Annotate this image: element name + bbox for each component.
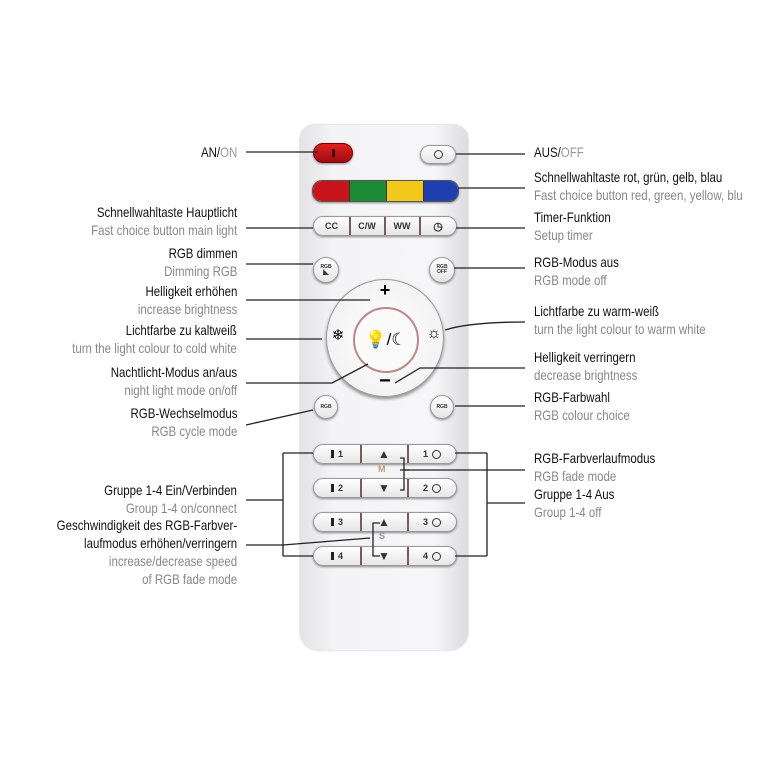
arrow-down-icon: ▼ bbox=[378, 549, 390, 563]
group-row: 1 ▲ 1 bbox=[313, 444, 457, 464]
night-light-button[interactable]: 💡/☾ bbox=[353, 307, 419, 373]
up-button[interactable]: ▲ bbox=[361, 445, 409, 463]
circle-icon bbox=[432, 551, 441, 561]
brightness-ring: + − ❄ ☼ 💡/☾ bbox=[326, 279, 444, 397]
arrow-up-icon: ▲ bbox=[378, 447, 390, 461]
color-buttons bbox=[312, 180, 459, 202]
circle-icon bbox=[432, 483, 441, 493]
rgb-choice-button[interactable]: RGB bbox=[430, 395, 454, 419]
group-number: 3 bbox=[337, 517, 343, 527]
s-label: S bbox=[379, 531, 386, 541]
clock-icon: ◷ bbox=[433, 220, 443, 233]
group-row: 4 ▼ 4 bbox=[313, 546, 457, 566]
up-button[interactable]: ▲ bbox=[361, 513, 409, 531]
label-speed: Geschwindigkeit des RGB-Farbver-laufmodu… bbox=[56, 517, 237, 587]
sun-icon: ☼ bbox=[426, 325, 442, 342]
group-on-button[interactable]: 1 bbox=[314, 445, 362, 463]
off-button[interactable] bbox=[420, 145, 456, 164]
rgb-off-label: RGB bbox=[436, 264, 448, 270]
main-light-buttons: CC C/W WW ◷ bbox=[313, 216, 457, 236]
bar-icon bbox=[330, 518, 334, 526]
group-off-button[interactable]: 2 bbox=[408, 479, 456, 497]
group-off-button[interactable]: 4 bbox=[408, 547, 456, 565]
rgb-dim-button[interactable]: RGB◣ bbox=[313, 257, 339, 283]
cc-button[interactable]: CC bbox=[314, 217, 351, 235]
circle-icon bbox=[432, 517, 441, 527]
group-number: 1 bbox=[337, 449, 343, 459]
label-off: AUS/OFF bbox=[534, 144, 584, 160]
group-row: 3 ▲ 3 bbox=[313, 512, 457, 532]
ww-button[interactable]: WW bbox=[385, 217, 421, 235]
bar-icon bbox=[330, 450, 334, 458]
brightness-up-button[interactable]: + bbox=[379, 280, 391, 300]
rgb-cycle-button[interactable]: RGB bbox=[314, 395, 338, 419]
group-number: 1 bbox=[422, 449, 428, 459]
group-on-button[interactable]: 3 bbox=[314, 513, 362, 531]
timer-button[interactable]: ◷ bbox=[420, 217, 456, 235]
rgb-dim-label: RGB bbox=[320, 264, 332, 270]
snowflake-icon: ❄ bbox=[331, 327, 345, 344]
dim-icon: ◣ bbox=[323, 269, 329, 276]
bar-icon bbox=[330, 552, 334, 560]
group-number: 2 bbox=[337, 483, 343, 493]
cw-button[interactable]: C/W bbox=[350, 217, 386, 235]
label-on: AN/ON bbox=[200, 144, 237, 160]
blue-button[interactable] bbox=[424, 181, 458, 201]
warm-white-button[interactable]: ☼ bbox=[423, 325, 445, 343]
circle-icon bbox=[432, 449, 441, 459]
group-number: 4 bbox=[422, 551, 428, 561]
down-button[interactable]: ▼ bbox=[361, 547, 409, 565]
group-number: 3 bbox=[422, 517, 428, 527]
group-off-button[interactable]: 1 bbox=[408, 445, 456, 463]
group-row: 2 ▼ 2 bbox=[313, 478, 457, 498]
group-number: 2 bbox=[422, 483, 428, 493]
group-on-button[interactable]: 2 bbox=[314, 479, 362, 497]
arrow-down-icon: ▼ bbox=[378, 481, 390, 495]
bar-icon bbox=[330, 484, 334, 492]
rgb-off-label-2: OFF bbox=[437, 269, 447, 275]
cold-white-button[interactable]: ❄ bbox=[327, 326, 349, 344]
group-number: 4 bbox=[337, 551, 343, 561]
on-button[interactable] bbox=[313, 143, 353, 163]
bulb-moon-icon: 💡/☾ bbox=[365, 330, 407, 349]
arrow-up-icon: ▲ bbox=[378, 515, 390, 529]
group-on-button[interactable]: 4 bbox=[314, 547, 362, 565]
group-off-button[interactable]: 3 bbox=[408, 513, 456, 531]
down-button[interactable]: ▼ bbox=[361, 479, 409, 497]
m-label: M bbox=[378, 464, 386, 474]
brightness-down-button[interactable]: − bbox=[379, 370, 391, 392]
